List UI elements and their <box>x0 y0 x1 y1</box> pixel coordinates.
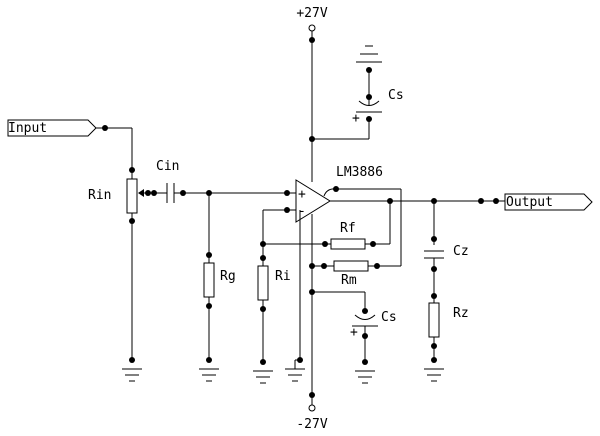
positive-supply-rail: +27V <box>296 6 328 182</box>
cin-capacitor: Cin <box>144 159 296 203</box>
input-port: Input <box>7 119 135 179</box>
output-net <box>330 198 505 204</box>
rz-label: Rz <box>453 306 469 321</box>
input-port-label: Input <box>8 121 47 136</box>
rz-resistor: Rz <box>424 302 469 382</box>
cin-label: Cin <box>156 159 179 174</box>
rf-label: Rf <box>340 221 356 236</box>
output-port-label: Output <box>506 195 553 210</box>
rin-label: Rin <box>88 188 111 203</box>
cz-capacitor: Cz <box>424 201 469 303</box>
lm3886-opamp: + - LM3886 <box>284 165 383 363</box>
positive-supply-terminal <box>308 24 316 32</box>
cs-bottom-capacitor: + Cs <box>312 291 397 384</box>
negative-supply-rail: -27V <box>296 214 328 432</box>
ground-symbol <box>356 45 382 63</box>
ground-symbol <box>285 359 305 382</box>
cs-top-label: Cs <box>388 88 404 103</box>
rm-resistor: Rm <box>312 186 402 288</box>
cs-bottom-label: Cs <box>381 310 397 325</box>
rg-label: Rg <box>220 269 236 284</box>
cs-bottom-polarity-label: + <box>350 325 358 340</box>
rg-resistor: Rg <box>199 190 236 382</box>
ri-resistor: Ri <box>253 209 296 384</box>
opamp-noninverting-label: + <box>298 187 306 202</box>
output-port: Output <box>504 193 593 211</box>
opamp-inverting-label: - <box>298 204 306 219</box>
amplifier-label: LM3886 <box>336 165 383 180</box>
cs-top-capacitor: + Cs <box>312 45 404 140</box>
rm-label: Rm <box>341 273 357 288</box>
cs-top-polarity-label: + <box>352 111 360 126</box>
rin-potentiometer: Rin <box>88 178 144 382</box>
negative-supply-label: -27V <box>296 417 327 432</box>
ri-label: Ri <box>275 269 291 284</box>
negative-supply-terminal <box>308 404 316 412</box>
rf-resistor: Rf <box>263 201 391 250</box>
positive-supply-label: +27V <box>296 6 327 21</box>
cz-label: Cz <box>453 244 469 259</box>
